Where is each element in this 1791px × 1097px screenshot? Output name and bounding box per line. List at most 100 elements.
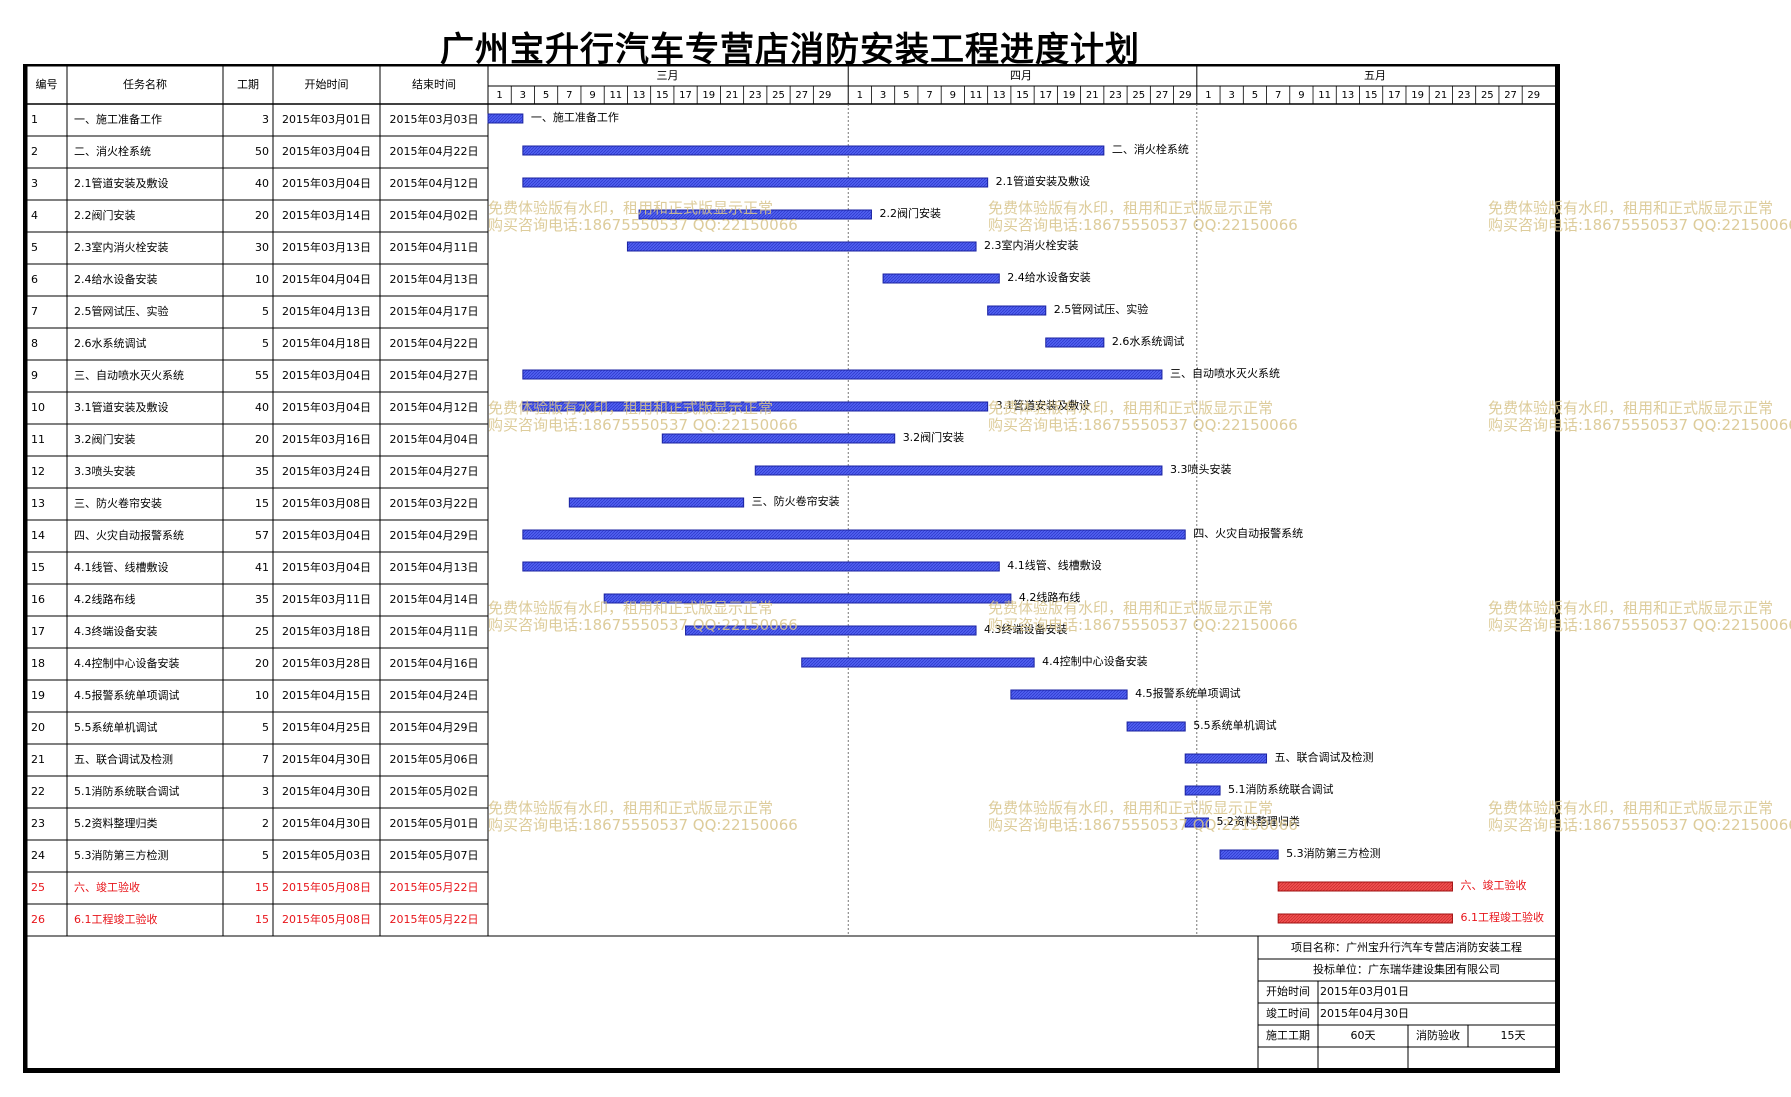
day-tick-label: 29 bbox=[1178, 90, 1192, 101]
row-start: 2015年03月14日 bbox=[282, 209, 371, 222]
task-bar bbox=[522, 177, 989, 188]
row-start: 2015年03月18日 bbox=[282, 625, 371, 638]
row-start: 2015年03月11日 bbox=[282, 593, 371, 606]
row-start: 2015年03月08日 bbox=[282, 497, 371, 510]
row-start: 2015年03月28日 bbox=[282, 657, 371, 670]
day-tick-label: 21 bbox=[725, 90, 739, 101]
task-bar-label: 3.1管道安装及敷设 bbox=[995, 399, 1091, 412]
row-id: 3 bbox=[31, 177, 38, 190]
task-bar bbox=[522, 369, 1163, 380]
day-tick-label: 15 bbox=[1364, 90, 1378, 101]
day-tick-label: 27 bbox=[1504, 90, 1517, 101]
task-bar bbox=[801, 657, 1035, 668]
row-end: 2015年05月07日 bbox=[389, 849, 479, 862]
row-duration: 2 bbox=[262, 817, 269, 830]
row-start: 2015年05月08日 bbox=[282, 913, 371, 926]
task-bar-label: 4.1线管、线槽敷设 bbox=[1007, 559, 1102, 572]
task-bar bbox=[1184, 753, 1268, 764]
row-duration: 40 bbox=[255, 177, 269, 190]
day-tick-label: 25 bbox=[1132, 90, 1146, 101]
day-tick-label: 5 bbox=[903, 90, 910, 101]
row-end: 2015年04月02日 bbox=[389, 209, 479, 222]
task-bar bbox=[568, 497, 745, 508]
day-tick-label: 3 bbox=[519, 90, 527, 101]
row-id: 9 bbox=[31, 369, 38, 382]
task-bar-label: 2.4给水设备安装 bbox=[1007, 271, 1091, 284]
row-duration: 5 bbox=[262, 721, 269, 734]
task-bar bbox=[522, 529, 1186, 540]
header-start: 开始时间 bbox=[304, 78, 349, 91]
row-start: 2015年03月16日 bbox=[282, 433, 371, 446]
row-name: 一、施工准备工作 bbox=[74, 113, 162, 126]
row-id: 11 bbox=[31, 433, 45, 446]
day-tick-label: 27 bbox=[795, 90, 809, 101]
row-id: 26 bbox=[31, 913, 45, 926]
row-name: 4.5报警系统单项调试 bbox=[74, 689, 180, 702]
task-bar-label: 一、施工准备工作 bbox=[530, 111, 619, 124]
info-acceptance-label: 消防验收 bbox=[1416, 1029, 1460, 1042]
row-duration: 5 bbox=[262, 305, 269, 318]
task-bar bbox=[1184, 817, 1209, 828]
row-name: 五、联合调试及检测 bbox=[74, 753, 173, 766]
day-tick-label: 11 bbox=[1318, 90, 1331, 101]
day-tick-label: 15 bbox=[655, 90, 669, 101]
task-bar-label: 5.2资料整理归类 bbox=[1216, 815, 1300, 828]
row-id: 20 bbox=[31, 721, 45, 734]
row-duration: 57 bbox=[255, 529, 269, 542]
task-bar bbox=[685, 625, 977, 636]
row-end: 2015年04月14日 bbox=[389, 593, 479, 606]
row-id: 24 bbox=[31, 849, 45, 862]
day-tick-label: 23 bbox=[748, 90, 762, 101]
row-start: 2015年05月08日 bbox=[282, 881, 371, 894]
info-bidder: 投标单位：广东瑞华建设集团有限公司 bbox=[1313, 963, 1500, 976]
day-tick-label: 23 bbox=[1457, 90, 1471, 101]
month-april: 四月 bbox=[1010, 69, 1032, 82]
row-end: 2015年04月27日 bbox=[389, 465, 479, 478]
task-bar-label: 2.2阀门安装 bbox=[879, 207, 941, 220]
day-tick-label: 17 bbox=[1387, 90, 1401, 101]
row-name: 2.2阀门安装 bbox=[74, 209, 136, 222]
row-end: 2015年04月11日 bbox=[389, 241, 479, 254]
row-name: 4.4控制中心设备安装 bbox=[74, 657, 180, 670]
task-bar-label: 6.1工程竣工验收 bbox=[1460, 911, 1544, 924]
header-name: 任务名称 bbox=[123, 78, 167, 91]
day-tick-label: 19 bbox=[1062, 90, 1076, 101]
task-bar-label: 五、联合调试及检测 bbox=[1274, 751, 1374, 764]
day-tick-label: 3 bbox=[879, 90, 887, 101]
row-name: 2.5管网试压、实验 bbox=[74, 305, 169, 318]
row-name: 4.3终端设备安装 bbox=[74, 625, 158, 638]
row-end: 2015年04月24日 bbox=[389, 689, 479, 702]
row-end: 2015年05月01日 bbox=[389, 817, 479, 830]
row-duration: 3 bbox=[262, 113, 269, 126]
day-tick-label: 1 bbox=[1205, 90, 1212, 101]
task-bar bbox=[661, 433, 896, 444]
row-start: 2015年03月24日 bbox=[282, 465, 371, 478]
day-tick-label: 11 bbox=[969, 90, 983, 101]
info-period-value: 60天 bbox=[1350, 1029, 1376, 1042]
day-tick-label: 17 bbox=[679, 90, 692, 101]
info-project: 项目名称：广州宝升行汽车专营店消防安装工程 bbox=[1291, 941, 1522, 954]
row-duration: 5 bbox=[262, 337, 269, 350]
gantt-frame bbox=[23, 64, 1560, 1073]
row-duration: 20 bbox=[255, 209, 269, 222]
task-bar bbox=[1010, 689, 1128, 700]
row-id: 6 bbox=[31, 273, 38, 286]
task-bar-label: 5.1消防系统联合调试 bbox=[1228, 783, 1334, 796]
row-end: 2015年04月12日 bbox=[389, 177, 479, 190]
row-start: 2015年03月04日 bbox=[282, 561, 371, 574]
row-name: 2.4给水设备安装 bbox=[74, 273, 158, 286]
task-bar bbox=[1219, 849, 1279, 860]
day-tick-label: 5 bbox=[1251, 90, 1259, 101]
day-tick-label: 25 bbox=[1480, 90, 1494, 101]
row-end: 2015年04月04日 bbox=[389, 433, 479, 446]
row-id: 14 bbox=[31, 529, 45, 542]
header-duration: 工期 bbox=[237, 78, 259, 91]
row-end: 2015年05月02日 bbox=[389, 785, 479, 798]
task-bar-label: 5.3消防第三方检测 bbox=[1286, 847, 1381, 860]
row-name: 3.2阀门安装 bbox=[74, 433, 136, 446]
info-end-value: 2015年04月30日 bbox=[1320, 1007, 1409, 1020]
task-bar bbox=[1045, 337, 1105, 348]
row-duration: 10 bbox=[255, 689, 269, 702]
day-tick-label: 11 bbox=[609, 90, 623, 101]
day-tick-label: 13 bbox=[1341, 90, 1355, 101]
